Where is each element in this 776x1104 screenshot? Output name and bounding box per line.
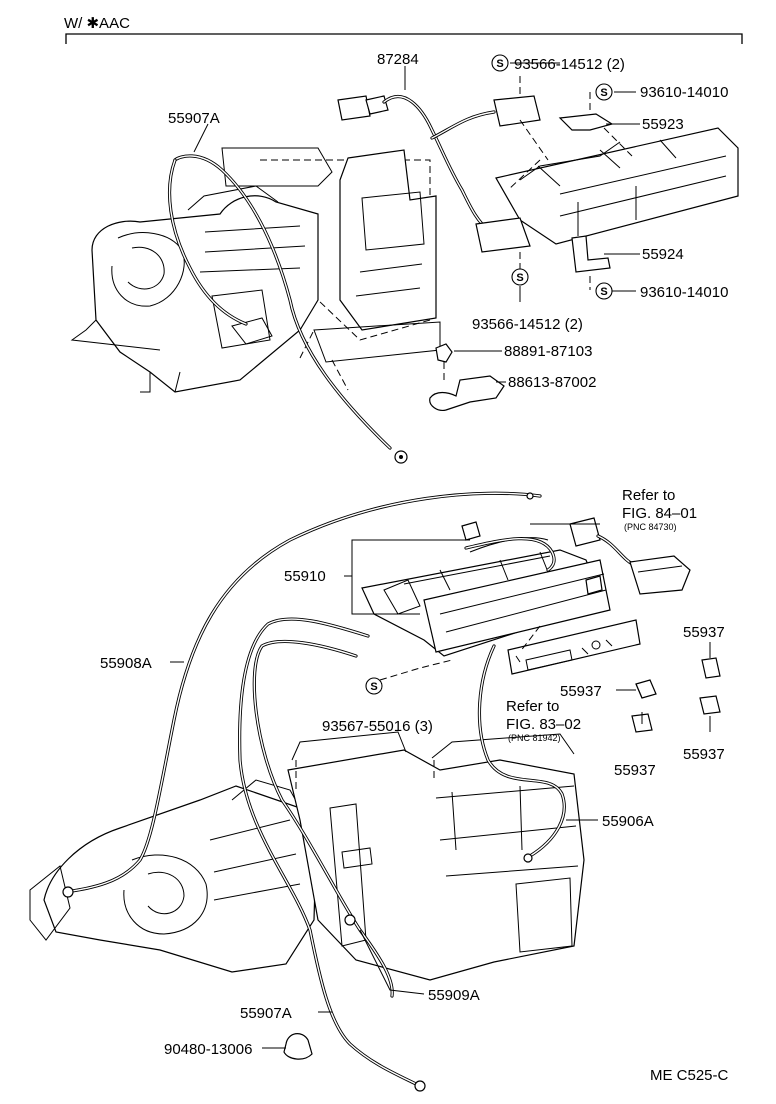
bracket-55924 [571, 235, 611, 273]
callout-55923: 55923 [642, 116, 684, 133]
callout-55906A: 55906A [602, 813, 654, 830]
fig83-pnc: (PNC 81942) [508, 733, 561, 743]
callout-55937-b: 55937 [614, 762, 656, 779]
callout-93610-top: 93610-14010 [640, 84, 728, 101]
s-symbol-label: S [370, 681, 377, 693]
callout-88613: 88613-87002 [508, 374, 596, 391]
fig84-pnc: (PNC 84730) [624, 522, 677, 532]
ac-unit-lower [287, 731, 585, 981]
knob-55937-c [701, 657, 721, 679]
callout-labels: 87284 93566-14512 (2) 93610-14010 55923 … [100, 51, 728, 1058]
callout-55924: 55924 [642, 246, 684, 263]
header-bracket [65, 33, 743, 44]
s-symbol-2: S [595, 83, 613, 101]
heater-unit-upper [70, 147, 333, 393]
fig83-figure: FIG. 83–02 [506, 716, 581, 733]
callout-55937-c: 55937 [683, 624, 725, 641]
s-symbol-3: S [511, 268, 529, 286]
s-symbol-4: S [595, 282, 613, 300]
bracket-55923 [558, 113, 614, 131]
callout-55910: 55910 [284, 568, 326, 585]
upper-assembly [70, 62, 739, 464]
callout-93567: 93567-55016 (3) [322, 718, 433, 735]
fig83-refer: Refer to [506, 698, 559, 715]
cable-55909A [252, 639, 394, 998]
cable-55907A-lower [238, 617, 426, 1092]
cable-55908A [62, 491, 542, 898]
callout-93610-bot: 93610-14010 [640, 284, 728, 301]
harness-87284 [337, 94, 541, 253]
fig84-refer: Refer to [622, 487, 675, 504]
callout-55907A-bot: 55907A [240, 1005, 292, 1022]
cable-55906A [477, 644, 566, 863]
s-symbol-label: S [516, 272, 523, 284]
panel-fig83 [507, 619, 641, 675]
control-head-55910 [361, 521, 611, 657]
callout-55908A: 55908A [100, 655, 152, 672]
callout-90480: 90480-13006 [164, 1041, 252, 1058]
bracket-88613 [429, 362, 505, 411]
harness-fig84 [569, 517, 691, 595]
grommet-90480 [283, 1033, 313, 1060]
s-symbol-label: S [600, 286, 607, 298]
callout-55937-d: 55937 [683, 746, 725, 763]
variant-header: W/ ✱AAC [64, 15, 743, 44]
fig84-figure: FIG. 84–01 [622, 505, 697, 522]
ac-unit-upper [299, 149, 441, 391]
callout-93566-bot: 93566-14512 (2) [472, 316, 583, 333]
knob-55937-a [635, 679, 657, 699]
s-symbol-5: S [365, 677, 383, 695]
control-head-upper [495, 127, 739, 245]
reference-fig84: Refer to FIG. 84–01 (PNC 84730) [622, 487, 697, 532]
variant-label: W/ ✱AAC [64, 15, 130, 32]
callout-55937-a: 55937 [560, 683, 602, 700]
s-symbol-label: S [600, 87, 607, 99]
diagram-code: ME C525-C [650, 1067, 729, 1084]
callout-93566-top: 93566-14512 (2) [514, 56, 625, 73]
s-symbol-1: S [491, 54, 509, 72]
callout-88891: 88891-87103 [504, 343, 592, 360]
cable-55907A-upper [167, 154, 408, 464]
callout-87284: 87284 [377, 51, 419, 68]
knob-55937-d [699, 695, 721, 715]
reference-fig83: Refer to FIG. 83–02 (PNC 81942) [506, 698, 581, 743]
lower-assembly [29, 491, 721, 1092]
heater-unit-lower [29, 779, 317, 973]
clip-88891 [435, 343, 453, 363]
s-symbol-label: S [496, 58, 503, 70]
callout-55907A-top: 55907A [168, 110, 220, 127]
callout-55909A: 55909A [428, 987, 480, 1004]
